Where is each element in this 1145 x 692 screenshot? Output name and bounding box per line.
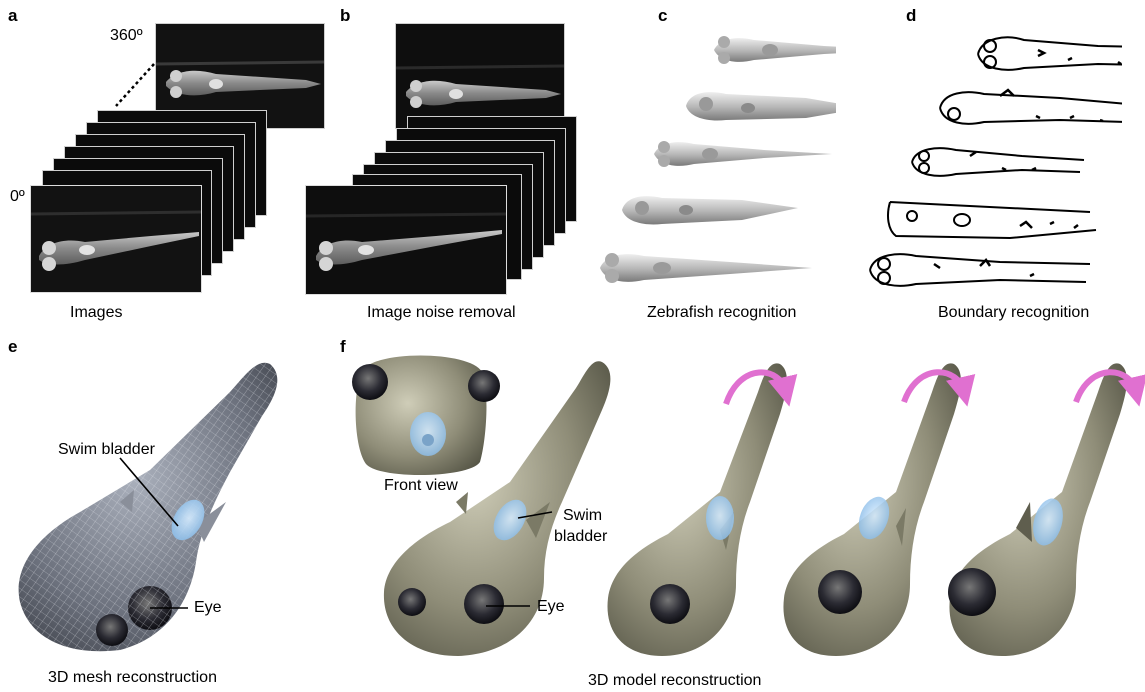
recognized-fish-2 xyxy=(686,92,836,120)
boundary-outline-1 xyxy=(978,37,1122,69)
image-frame-0 xyxy=(30,185,202,293)
boundary-outline-2 xyxy=(940,90,1122,124)
panel-d xyxy=(862,20,1122,290)
mesh-model xyxy=(0,352,330,662)
angle-0-label: 0º xyxy=(10,188,25,206)
denoised-frame-360 xyxy=(395,23,565,129)
boundary-outline-5 xyxy=(870,254,1090,286)
panel-a: 0º 360º 0º xyxy=(0,0,335,330)
boundary-outline-3 xyxy=(912,148,1084,176)
label-eye-mesh: Eye xyxy=(194,598,222,618)
denoised-frame-0 xyxy=(305,185,507,295)
recognized-fish-1 xyxy=(714,36,836,64)
caption-a: Images xyxy=(70,304,122,322)
caption-c: Zebrafish recognition xyxy=(647,304,796,322)
recognized-fish-3 xyxy=(654,141,832,167)
caption-d: Boundary recognition xyxy=(938,304,1089,322)
label-swim-bladder-mesh: Swim bladder xyxy=(58,440,155,460)
recognized-fish-5 xyxy=(600,253,812,283)
label-eye-model: Eye xyxy=(537,597,565,617)
label-swim-model-line2: bladder xyxy=(554,527,607,547)
angle-360-label: 360º xyxy=(110,27,143,45)
caption-b: Image noise removal xyxy=(367,304,516,322)
panel-e xyxy=(0,352,330,662)
panel-c xyxy=(596,20,836,290)
front-view-model xyxy=(352,356,500,476)
recognized-fish-4 xyxy=(622,196,798,224)
caption-e: 3D mesh reconstruction xyxy=(48,669,217,687)
model-view-3 xyxy=(783,363,964,656)
model-view-4 xyxy=(948,363,1136,656)
panel-b xyxy=(300,0,620,330)
boundary-outline-4 xyxy=(888,202,1096,238)
dotted-stack-line xyxy=(112,60,158,110)
label-front-view: Front view xyxy=(384,476,458,496)
panel-f xyxy=(340,352,1145,668)
label-swim-model-line1: Swim xyxy=(563,506,602,526)
caption-f: 3D model reconstruction xyxy=(588,672,761,690)
model-view-2 xyxy=(607,363,786,656)
